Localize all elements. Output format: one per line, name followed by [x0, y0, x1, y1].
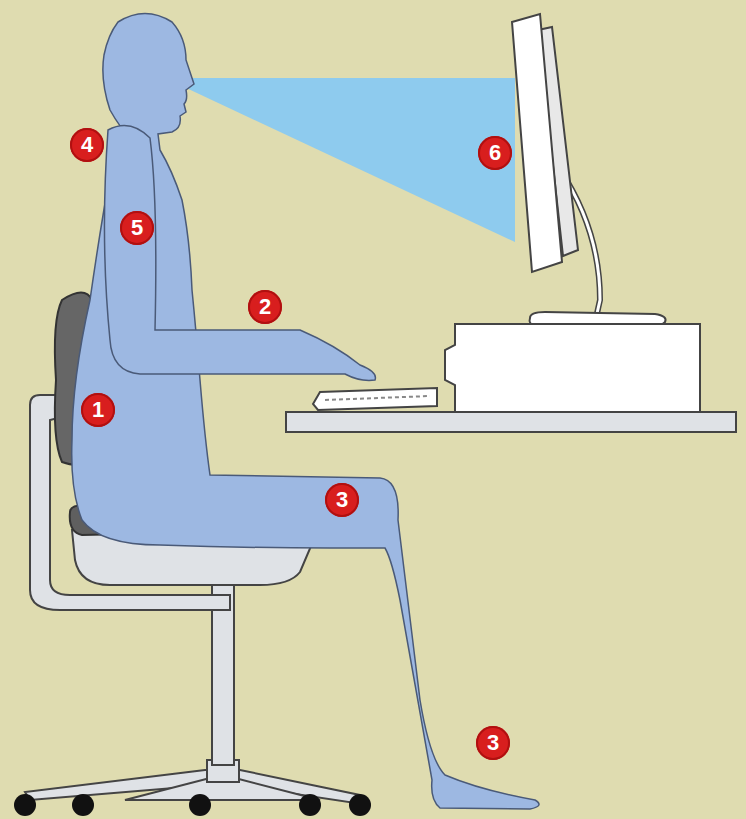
callout-number: 2: [248, 290, 282, 324]
computer-box: [445, 324, 700, 412]
person-silhouette: [72, 14, 539, 810]
callout-number: 4: [70, 128, 104, 162]
sight-cone: [165, 78, 515, 242]
callout-number: 5: [120, 211, 154, 245]
callout-number: 6: [478, 136, 512, 170]
chair-base: [25, 580, 360, 803]
callout-number: 1: [81, 393, 115, 427]
desk: [286, 412, 736, 432]
callout-number: 3: [325, 483, 359, 517]
keyboard: [313, 388, 437, 410]
chair-wheels: [14, 794, 371, 816]
monitor: [512, 14, 666, 326]
callout-number: 3: [476, 726, 510, 760]
